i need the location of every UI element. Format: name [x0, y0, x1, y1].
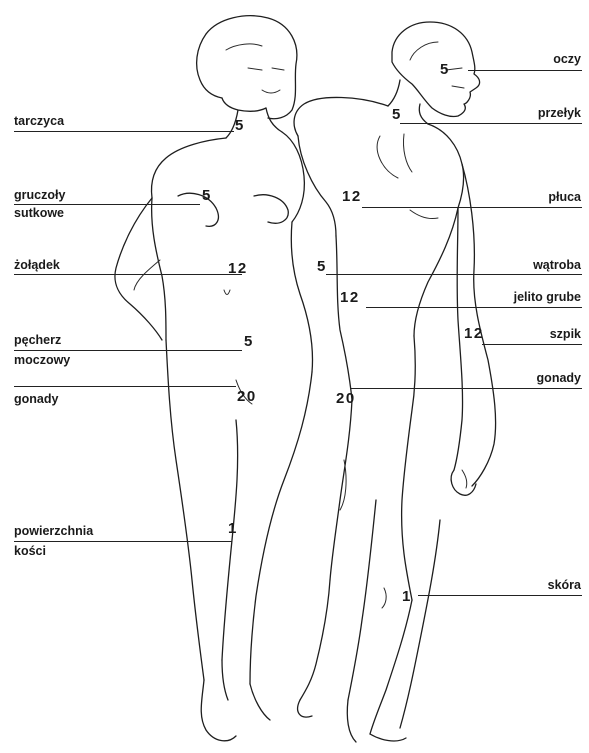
value-przelyk: 5: [392, 107, 402, 123]
value-gonady-left: 20: [237, 389, 257, 405]
value-zoladek: 12: [228, 261, 248, 277]
label-watroba: wątroba: [533, 258, 581, 273]
value-gruczoly-sutkowe: 5: [202, 188, 212, 204]
label-pluca: płuca: [548, 190, 581, 205]
value-skora: 1: [402, 589, 412, 605]
value-powierzchnia-kosci: 1: [228, 521, 238, 537]
female-figure-outline: [115, 16, 313, 741]
value-pecherz-moczowy: 5: [244, 334, 254, 350]
leader-line-gonady-right: [350, 388, 582, 389]
value-pluca: 12: [342, 189, 362, 205]
leader-line-jelito-grube: [366, 307, 582, 308]
label-jelito-grube: jelito grube: [514, 290, 581, 305]
value-jelito-grube: 12: [340, 290, 360, 306]
leader-line-skora: [418, 595, 582, 596]
leader-line-watroba: [326, 274, 582, 275]
value-gonady-right: 20: [336, 391, 356, 407]
leader-line-przelyk: [400, 123, 582, 124]
leader-line-tarczyca: [14, 131, 234, 132]
leader-line-zoladek: [14, 274, 242, 275]
leader-line-pluca: [362, 207, 582, 208]
male-figure-outline: [294, 22, 496, 742]
label-szpik: szpik: [550, 327, 581, 342]
label-przelyk: przełyk: [538, 106, 581, 121]
label-gonady-left: gonady: [14, 392, 58, 407]
value-tarczyca: 5: [235, 118, 245, 134]
label-oczy: oczy: [553, 52, 581, 67]
leader-line-gonady-left: [14, 386, 236, 387]
label-tarczyca: tarczyca: [14, 114, 64, 129]
leader-line-oczy: [468, 70, 582, 71]
value-watroba: 5: [317, 259, 327, 275]
label-skora: skóra: [548, 578, 581, 593]
value-oczy: 5: [440, 62, 450, 78]
label-gonady-right: gonady: [537, 371, 581, 386]
label-zoladek: żołądek: [14, 258, 60, 273]
value-szpik: 12: [464, 326, 484, 342]
leader-line-szpik: [482, 344, 582, 345]
